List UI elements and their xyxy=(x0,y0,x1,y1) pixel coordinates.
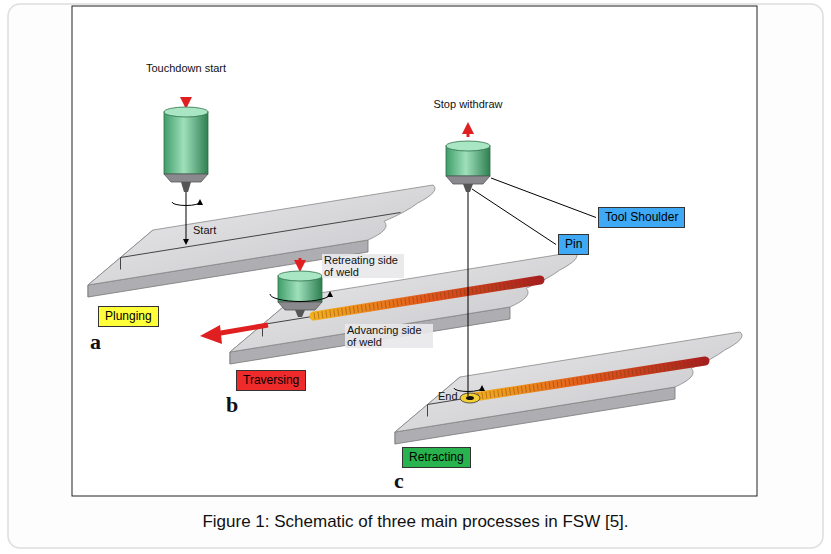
tool-shoulder xyxy=(278,302,322,310)
tool-pin xyxy=(295,310,305,317)
path-line xyxy=(186,192,187,242)
figure-frame xyxy=(72,6,757,496)
fsw-tool xyxy=(278,271,322,317)
stage-tag: Retracting xyxy=(402,447,471,468)
joint-seam xyxy=(427,405,428,417)
down-force-arrow xyxy=(299,258,302,266)
panel-letter: b xyxy=(226,393,238,417)
callout-label: Start xyxy=(193,224,216,236)
stage-tag: Tool Shoulder xyxy=(598,207,685,228)
exit-hole xyxy=(466,396,474,400)
stage-tag: Pin xyxy=(558,234,589,255)
joint-seam xyxy=(121,213,401,258)
plate-top xyxy=(395,332,742,432)
stage-tag: Plunging xyxy=(98,306,159,327)
metal-plate xyxy=(88,185,435,297)
tag-text: Plunging xyxy=(105,309,152,324)
rotation-arrow xyxy=(270,294,330,302)
tool-body xyxy=(164,112,208,174)
joint-seam xyxy=(120,258,121,270)
plunge-arrow xyxy=(185,97,188,103)
leader-line xyxy=(472,189,556,245)
tool-pin xyxy=(463,184,473,192)
path-line xyxy=(468,192,469,396)
plate-top xyxy=(88,185,435,285)
withdraw-arrow xyxy=(467,128,470,137)
travel-arrow xyxy=(215,325,268,334)
exit-hole xyxy=(460,393,480,403)
metal-plate xyxy=(395,332,742,444)
figure-caption: Figure 1: Schematic of three main proces… xyxy=(0,512,831,532)
weld-bead xyxy=(314,280,540,316)
tag-text: Tool Shoulder xyxy=(605,210,678,225)
weld-ripples xyxy=(474,361,705,397)
tool-shoulder xyxy=(446,176,490,184)
tool-top xyxy=(164,107,208,117)
plate-top xyxy=(230,252,577,352)
callout-label: Retreating side of weld xyxy=(322,254,404,278)
panel-letter: c xyxy=(394,469,404,493)
tool-top xyxy=(446,141,490,151)
panel-letter: a xyxy=(90,330,101,354)
rotation-arrow xyxy=(172,202,200,206)
callout-label: End xyxy=(438,390,458,402)
tool-top xyxy=(278,271,322,281)
tag-text: Traversing xyxy=(243,373,299,388)
weld-ripples xyxy=(314,280,540,316)
rotation-arrow xyxy=(454,388,482,392)
tool-pin xyxy=(181,182,191,192)
weld-bead xyxy=(474,361,705,397)
joint-seam xyxy=(428,360,708,405)
callout-label: Stop withdraw xyxy=(423,98,513,110)
stage-tag: Traversing xyxy=(236,370,306,391)
outer-panel xyxy=(8,4,823,548)
callout-label: Advancing side of weld xyxy=(345,324,433,348)
tool-shoulder xyxy=(164,174,208,182)
travel-arrow xyxy=(200,325,222,344)
tag-text: Retracting xyxy=(409,450,464,465)
fsw-tool xyxy=(164,107,208,192)
tag-text: Pin xyxy=(565,237,582,252)
metal-plate xyxy=(230,252,577,364)
callout-label: Touchdown start xyxy=(141,62,231,74)
fsw-tool xyxy=(446,141,490,192)
